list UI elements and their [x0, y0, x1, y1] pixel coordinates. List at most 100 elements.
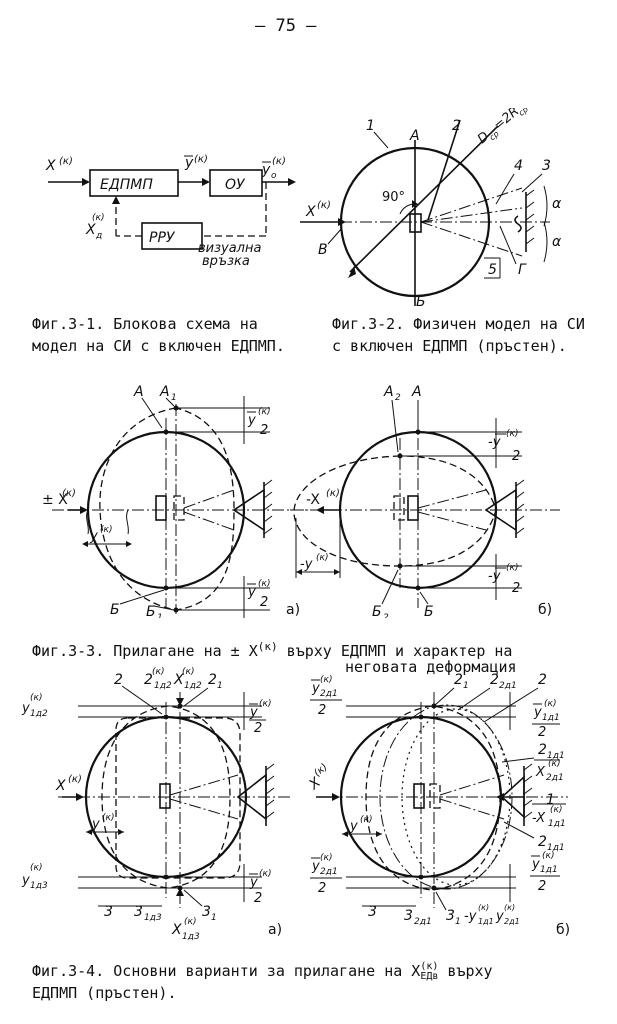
svg-text:(к): (к) — [259, 869, 271, 879]
svg-text:X: X — [171, 922, 182, 938]
svg-text:1: 1 — [157, 613, 163, 618]
svg-text:y: y — [89, 529, 98, 544]
svg-text:1д3: 1д3 — [182, 932, 200, 942]
block-ou — [209, 169, 263, 197]
svg-text:(к): (к) — [320, 675, 332, 685]
svg-text:-y: -y — [488, 569, 501, 584]
svg-text:1д1: 1д1 — [542, 713, 560, 723]
svg-text:(к): (к) — [92, 213, 104, 223]
svg-text:б): б) — [556, 922, 570, 938]
svg-text:(к): (к) — [317, 200, 331, 211]
svg-text:(к): (к) — [550, 805, 562, 815]
svg-text:А: А — [159, 384, 170, 400]
svg-text:2д1: 2д1 — [499, 681, 517, 691]
svg-text:(к): (к) — [258, 407, 270, 417]
svg-text:X: X — [535, 765, 546, 780]
svg-text:(к): (к) — [258, 579, 270, 589]
svg-text:3: 3 — [368, 904, 377, 920]
svg-text:2: 2 — [260, 595, 268, 610]
svg-text:1: 1 — [171, 393, 177, 403]
block-edpmp-label: ЕДПМП — [100, 177, 153, 193]
visual-link-label: визуална — [198, 241, 261, 256]
svg-text:-X: -X — [306, 492, 320, 508]
svg-text:y: y — [247, 585, 256, 600]
svg-text:(к): (к) — [542, 851, 554, 861]
svg-text:y: y — [531, 857, 540, 872]
svg-text:2: 2 — [538, 672, 547, 688]
caption-fig3-4: Фиг.3-4. Основни варианти за прилагане н… — [32, 960, 493, 1002]
svg-text:(к): (к) — [544, 699, 556, 709]
svg-text:2: 2 — [538, 834, 547, 850]
svg-text:1д1: 1д1 — [547, 751, 565, 761]
svg-text:(к): (к) — [152, 667, 164, 677]
svg-text:± X: ± X — [42, 492, 68, 508]
svg-text:2: 2 — [318, 881, 326, 896]
svg-text:Г: Г — [518, 262, 527, 278]
svg-text:А: А — [383, 384, 394, 400]
svg-text:1д2: 1д2 — [184, 681, 202, 691]
svg-text:2д1: 2д1 — [320, 867, 338, 877]
svg-text:α: α — [552, 234, 562, 250]
svg-text:X: X — [85, 222, 96, 238]
svg-text:(к): (к) — [184, 917, 196, 927]
svg-text:y: y — [495, 909, 504, 924]
caption-fig3-3: Фиг.3-3. Прилагане на ± X(к) върху ЕДПМП… — [32, 640, 517, 676]
svg-text:д: д — [95, 231, 102, 241]
svg-text:1д3: 1д3 — [144, 913, 162, 923]
svg-text:X: X — [55, 778, 66, 794]
svg-text:y: y — [311, 681, 320, 696]
svg-text:y: y — [21, 701, 30, 716]
svg-text:y: y — [533, 705, 542, 720]
block-ou-label: ОУ — [225, 177, 246, 193]
svg-text:(к): (к) — [259, 699, 271, 709]
svg-text:2: 2 — [144, 672, 153, 688]
svg-text:ср: ср — [517, 108, 530, 118]
svg-text:(к): (к) — [30, 863, 42, 873]
block-edpmp — [89, 169, 179, 197]
svg-text:1д1: 1д1 — [548, 819, 566, 829]
svg-text:(к): (к) — [30, 693, 42, 703]
svg-text:а): а) — [286, 602, 300, 618]
svg-text:y: y — [249, 705, 258, 720]
svg-text:2: 2 — [260, 423, 268, 438]
svg-text:(к): (к) — [194, 154, 208, 165]
svg-text:2: 2 — [512, 581, 520, 596]
svg-text:В: В — [318, 242, 328, 258]
block-rru-label: РРУ — [149, 230, 176, 246]
svg-text:(к): (к) — [102, 813, 114, 823]
svg-text:3: 3 — [446, 908, 455, 924]
svg-text:(к): (к) — [100, 525, 112, 535]
svg-text:3: 3 — [404, 908, 413, 924]
svg-text:1д3: 1д3 — [30, 881, 48, 891]
svg-text:2: 2 — [395, 393, 401, 403]
svg-text:(к): (к) — [272, 156, 286, 167]
svg-text:y: y — [184, 155, 194, 171]
svg-text:2: 2 — [512, 449, 520, 464]
svg-text:1д1: 1д1 — [478, 917, 494, 926]
svg-text:1д2: 1д2 — [154, 681, 172, 691]
svg-text:2: 2 — [254, 891, 262, 906]
svg-text:5: 5 — [488, 262, 497, 278]
fig3-2-physical-model: 90° X (к) В А Б 1 2 D ср =2R ср 4 3 α α … — [300, 108, 562, 308]
svg-text:2: 2 — [452, 118, 461, 134]
svg-text:α: α — [552, 196, 562, 212]
svg-text:X: X — [306, 774, 324, 793]
svg-text:2: 2 — [254, 721, 262, 736]
svg-text:-X: -X — [532, 811, 546, 826]
svg-text:y: y — [21, 873, 30, 888]
svg-text:-y: -y — [300, 557, 313, 572]
svg-text:1: 1 — [463, 681, 469, 691]
svg-text:(к): (к) — [68, 774, 82, 785]
svg-text:а): а) — [268, 922, 282, 938]
svg-text:А: А — [133, 384, 144, 400]
svg-text:y: y — [311, 859, 320, 874]
svg-text:3: 3 — [202, 904, 211, 920]
svg-text:1д1: 1д1 — [547, 843, 565, 853]
svg-text:Б: Б — [372, 604, 382, 618]
svg-text:(к): (к) — [59, 156, 73, 167]
fig3-4b-diagram: X (к) y (к) y 2д1 (к) 2 y 1д1 (к) 2 2 1 … — [306, 672, 570, 938]
svg-text:(к): (к) — [360, 815, 372, 825]
svg-text:X: X — [305, 204, 316, 220]
svg-text:А: А — [411, 384, 422, 400]
svg-text:о: о — [271, 171, 277, 181]
